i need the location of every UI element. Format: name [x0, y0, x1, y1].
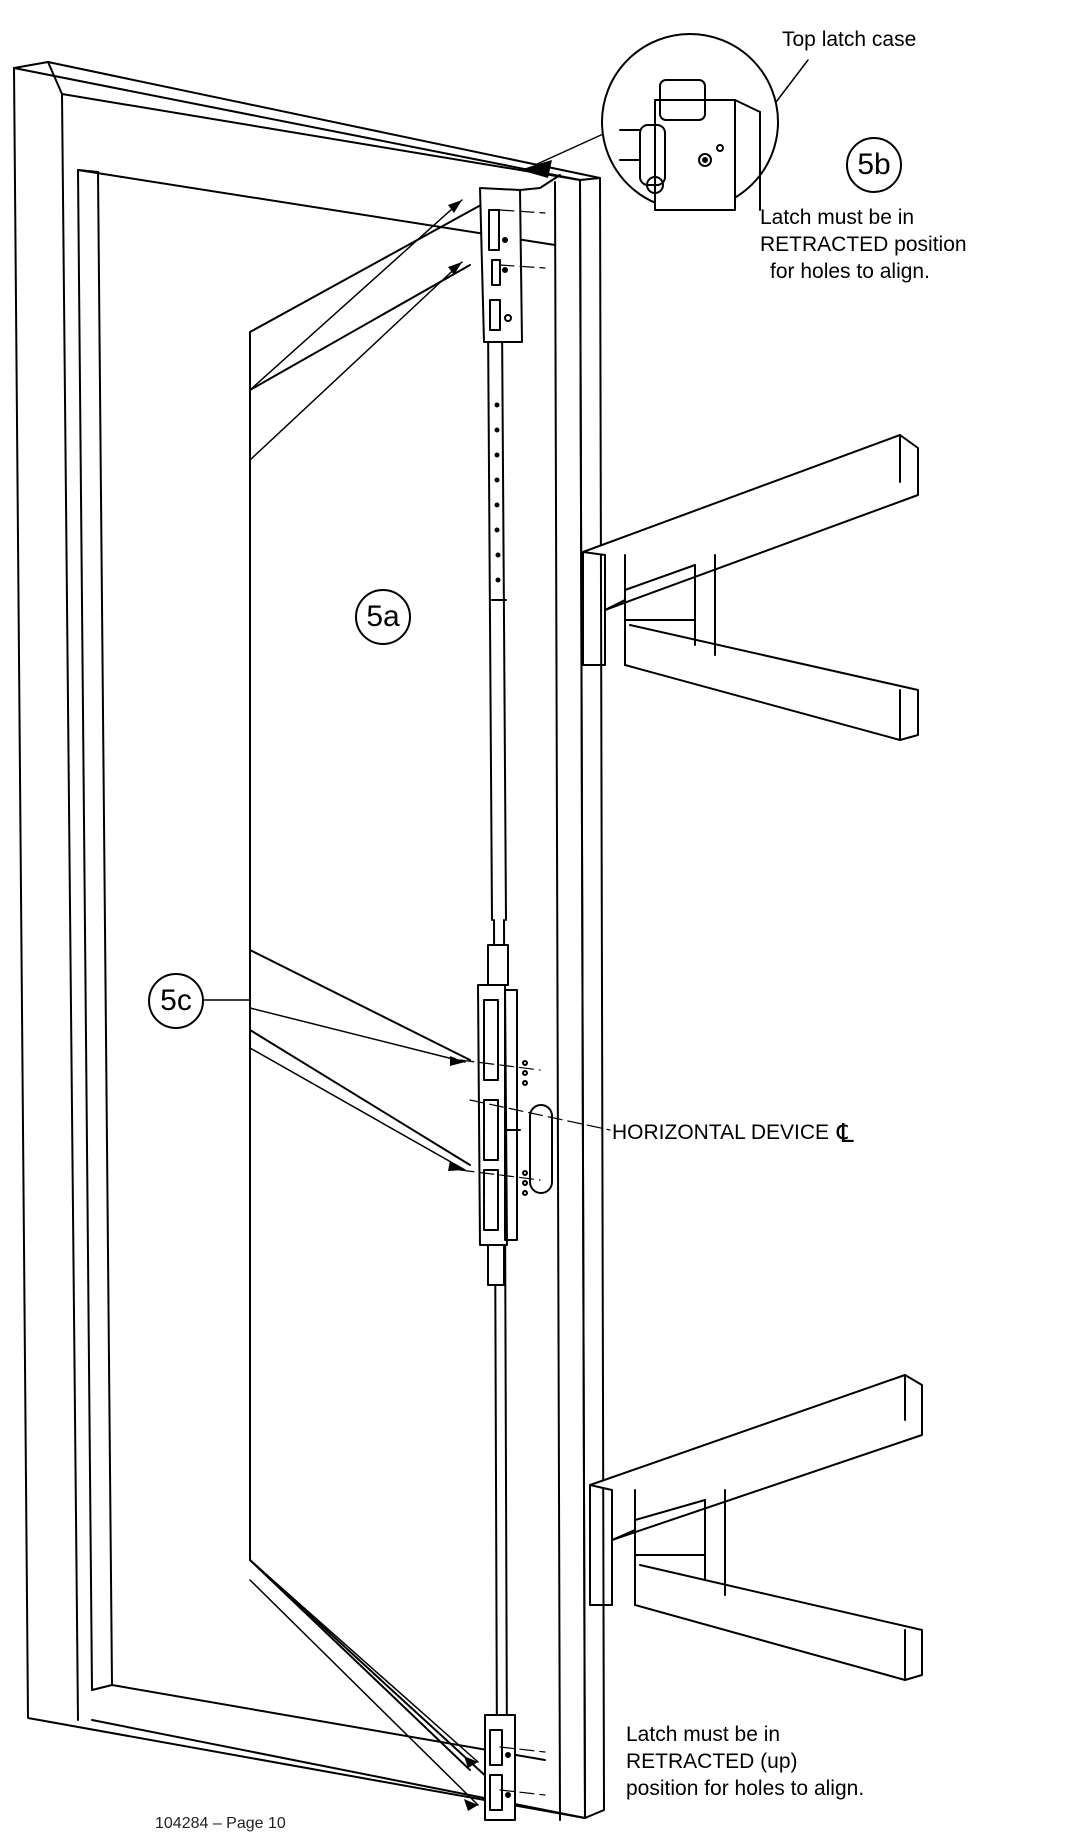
leader-arrows	[201, 59, 809, 1806]
detail-circle	[601, 33, 779, 211]
callout-5b: 5b	[846, 137, 902, 193]
centerline-icon: ℄	[837, 1117, 854, 1148]
door-leaf	[249, 199, 491, 1781]
alignment-lines	[459, 209, 611, 1796]
note-bottom-line1: Latch must be in	[626, 1723, 781, 1746]
note-top-line2: RETRACTED position	[760, 233, 967, 256]
note-bottom-line3: position for holes to align.	[626, 1777, 865, 1800]
horizontal-device-text: HORIZONTAL DEVICE	[612, 1121, 830, 1144]
note-bottom-line2: RETRACTED (up)	[626, 1750, 798, 1773]
note-top-line3: for holes to align.	[770, 260, 930, 283]
callout-5a: 5a	[355, 589, 411, 645]
note-top-line1: Latch must be in	[760, 206, 915, 229]
horizontal-device-label: HORIZONTAL DEVICE ℄	[612, 1120, 854, 1146]
middle-latch	[477, 944, 553, 1286]
bottom-latch	[484, 1714, 516, 1821]
door-frame	[13, 61, 605, 1821]
top-bracket	[582, 434, 919, 741]
page-footer: 104284 – Page 10	[155, 1815, 286, 1832]
bottom-bracket	[589, 1374, 923, 1681]
top-latch-case-label: Top latch case	[782, 28, 917, 51]
callout-5c: 5c	[148, 973, 204, 1029]
